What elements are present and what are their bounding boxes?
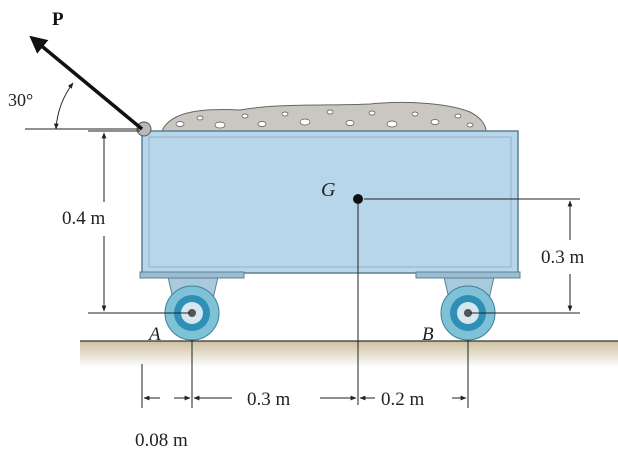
load-pebbles (175, 109, 474, 129)
dim-ag-label: 0.3 m (247, 389, 291, 410)
wheel-b (440, 285, 496, 341)
base-plate-a (139, 271, 245, 279)
dim-008-label: 0.08 m (135, 430, 188, 451)
angle-label: 30° (8, 90, 33, 110)
base-plate-b (415, 271, 521, 279)
ground (80, 341, 618, 367)
center-of-gravity-dot (353, 194, 363, 204)
dim-gb-label: 0.2 m (381, 389, 425, 410)
point-b-label: B (422, 324, 434, 345)
center-of-gravity-label: G (321, 179, 336, 201)
dim-04-label: 0.4 m (62, 208, 106, 229)
point-a-label: A (147, 324, 161, 345)
cart-body (141, 130, 519, 274)
wheel-a (164, 285, 220, 341)
force-label: P (52, 9, 64, 30)
force-arrow (29, 35, 144, 131)
angle-arc (53, 82, 74, 130)
cart-panel (148, 136, 512, 268)
dim-g-label: 0.3 m (541, 247, 585, 268)
cart-load (161, 101, 487, 132)
